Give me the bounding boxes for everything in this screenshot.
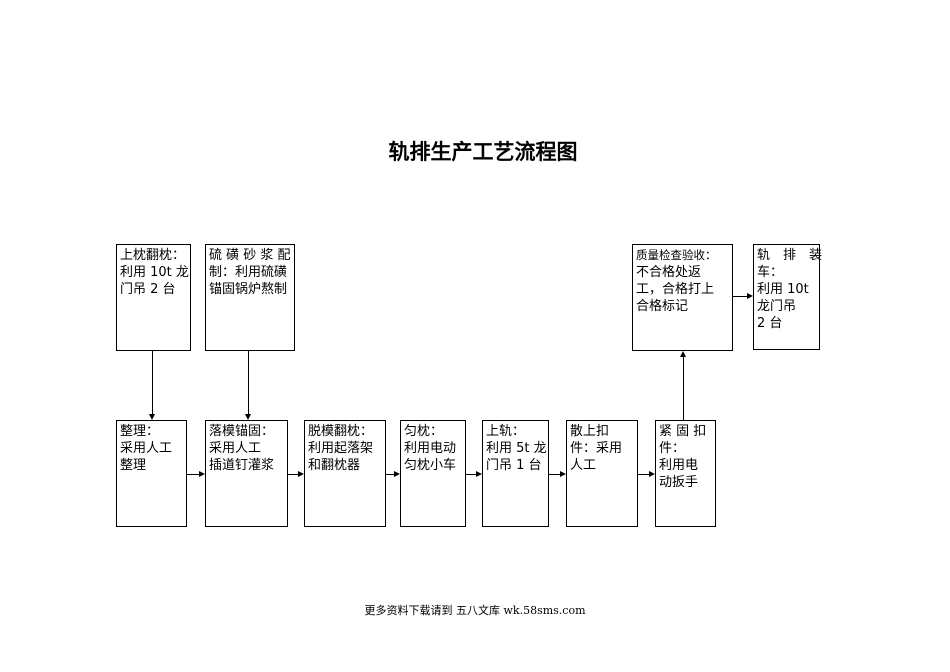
connector-line [152, 351, 153, 414]
box-text-line: 和翻枕器 [308, 458, 361, 473]
arrow-right-icon [298, 471, 304, 477]
step-arrange: 整理： 采用人工整理 [116, 420, 187, 527]
arrow-right-icon [747, 293, 753, 299]
box-text-line: 利用 5t 龙 [486, 441, 547, 456]
step-demold: 脱模翻枕： 利用起落架和翻枕器 [304, 420, 386, 527]
box-text-line: 紧 固 扣 [659, 424, 707, 439]
box-text-line: 件：采用 [570, 441, 623, 456]
box-text-line: 不合格处返 [636, 265, 702, 280]
step-even-sleeper: 匀枕： 利用电动匀枕小车 [400, 420, 466, 527]
arrow-right-icon [649, 471, 655, 477]
arrow-down-icon [149, 414, 155, 420]
footer-text: 更多资料下载请到 五八文库 wk.58sms.com [364, 604, 586, 617]
box-text-line: 匀枕： [404, 424, 444, 439]
connector-line [288, 474, 298, 475]
step-loading: 轨 排 装车： 利用 10t 龙门吊 2 台 [753, 244, 823, 350]
box-text-line: 整理 [120, 458, 147, 473]
connector-line [549, 474, 560, 475]
box-text-line: 龙门吊 [757, 299, 797, 314]
box-text-line: 采用人工 [209, 441, 262, 456]
box-text-line: 锚固锅炉熬制 [209, 282, 288, 297]
connector-line [386, 474, 394, 475]
box-text-line: 散上扣 [570, 424, 610, 439]
box-text-line: 工，合格打上 [636, 282, 715, 297]
connector-line [466, 474, 476, 475]
box-text-line: 利用 10t [757, 282, 809, 297]
step-quality-inspection: 质量检查验收： 不合格处返工，合格打上合格标记 [632, 244, 733, 351]
box-text-line: 制：利用硫磺 [209, 265, 288, 280]
box-text-line: 上枕翻枕： [120, 248, 186, 263]
arrow-up-icon [680, 351, 686, 357]
step-fastener-tighten: 紧 固 扣件： 利用电动扳手 [655, 420, 716, 527]
box-text-line: 门吊 2 台 [120, 282, 176, 297]
connector-line [683, 357, 684, 420]
box-text-line: 动扳手 [659, 475, 699, 490]
box-text-line: 利用电动 [404, 441, 457, 456]
box-text-line: 整理： [120, 424, 160, 439]
connector-line [638, 474, 649, 475]
box-text-line: 利用起落架 [308, 441, 374, 456]
step-upper-sleeper-flip: 上枕翻枕： 利用 10t 龙门吊 2 台 [116, 244, 191, 351]
box-text-line: 门吊 1 台 [486, 458, 542, 473]
arrow-right-icon [199, 471, 205, 477]
box-text-line: 轨 排 装 [757, 248, 823, 263]
arrow-right-icon [560, 471, 566, 477]
connector-line [187, 474, 199, 475]
box-text-line: 采用人工 [120, 441, 173, 456]
box-text-line: 车： [757, 265, 784, 280]
box-text-line: 质量检查验收： [636, 248, 717, 262]
box-text-line: 利用 10t 龙 [120, 265, 189, 280]
connector-line [733, 296, 747, 297]
step-fastener-spread: 散上扣件：采用人工 [566, 420, 638, 527]
arrow-right-icon [394, 471, 400, 477]
page-title: 轨排生产工艺流程图 [388, 140, 578, 164]
step-mold-anchor: 落模锚固： 采用人工插道钉灌浆 [205, 420, 288, 527]
box-text-line: 匀枕小车 [404, 458, 457, 473]
box-text-line: 硫 磺 砂 浆 配 [209, 248, 291, 263]
arrow-right-icon [476, 471, 482, 477]
step-sulfur-mortar: 硫 磺 砂 浆 配制：利用硫磺锚固锅炉熬制 [205, 244, 295, 351]
box-text-line: 2 台 [757, 316, 783, 331]
step-rail-mount: 上轨： 利用 5t 龙门吊 1 台 [482, 420, 549, 527]
box-text-line: 人工 [570, 458, 597, 473]
connector-line [248, 351, 249, 414]
box-text-line: 合格标记 [636, 299, 689, 314]
box-text-line: 落模锚固： [209, 424, 275, 439]
box-text-line: 上轨： [486, 424, 526, 439]
box-text-line: 插道钉灌浆 [209, 458, 275, 473]
box-text-line: 件： [659, 441, 686, 456]
box-text-line: 利用电 [659, 458, 699, 473]
arrow-down-icon [245, 414, 251, 420]
box-text-line: 脱模翻枕： [308, 424, 374, 439]
